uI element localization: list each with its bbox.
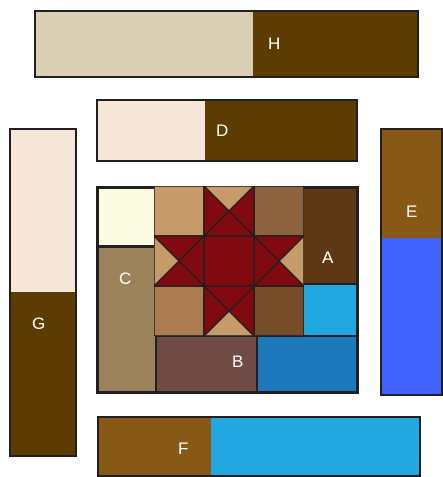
piece-b-divider <box>256 335 258 393</box>
piece-d-label: D <box>216 122 228 139</box>
star-block[interactable] <box>154 186 304 336</box>
piece-f[interactable] <box>97 416 421 477</box>
piece-c-label: C <box>119 270 131 287</box>
piece-e[interactable] <box>380 128 443 396</box>
star-center <box>204 236 254 286</box>
piece-g-label: G <box>32 315 45 332</box>
star-corner-tr <box>254 186 304 236</box>
corner-square-light[interactable] <box>97 187 157 247</box>
piece-f-label: F <box>178 440 188 457</box>
piece-h-label: H <box>268 35 280 52</box>
piece-a-divider <box>302 283 358 285</box>
star-corner-bl <box>154 286 204 336</box>
piece-g[interactable] <box>9 128 77 457</box>
star-corner-br <box>254 286 304 336</box>
piece-e-label: E <box>406 203 417 220</box>
star-corner-tl <box>154 186 204 236</box>
piece-h[interactable] <box>34 10 419 78</box>
piece-a-label: A <box>322 249 333 266</box>
piece-b-label: B <box>232 353 243 370</box>
